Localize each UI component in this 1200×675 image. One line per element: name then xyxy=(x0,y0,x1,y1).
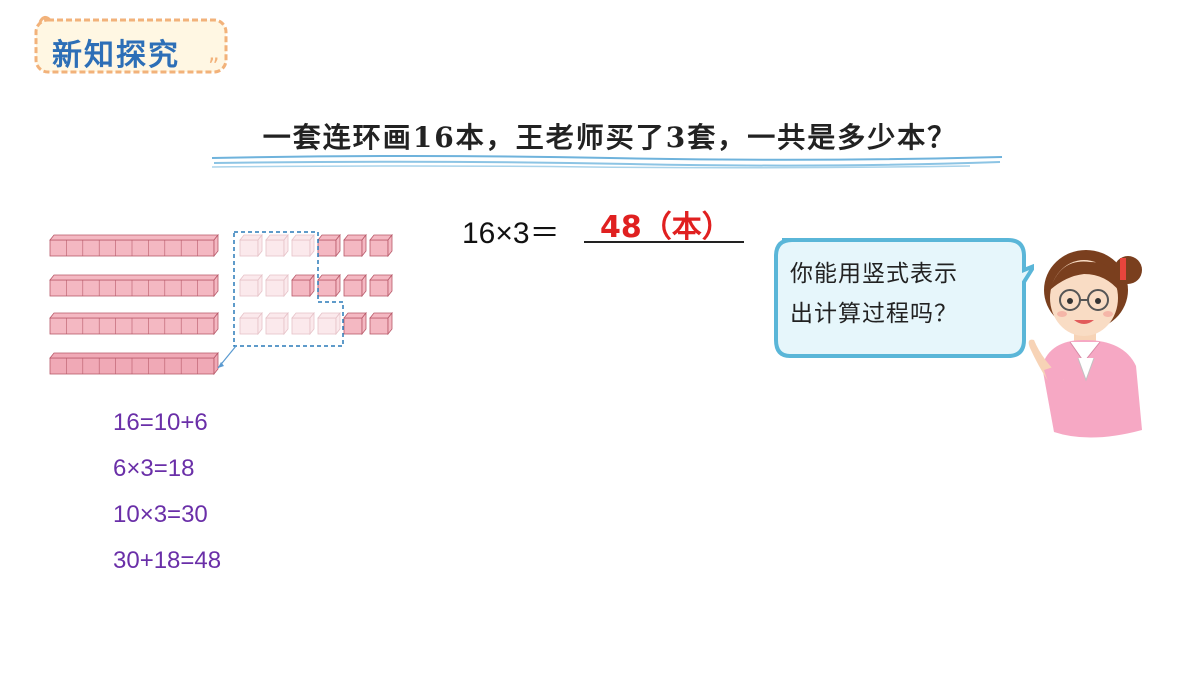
teacher-illustration xyxy=(1028,250,1142,438)
step-line: 6×3=18 xyxy=(113,455,195,482)
faded-unit-cube xyxy=(265,233,289,258)
section-title-badge: ” xyxy=(32,14,228,76)
selection-dashed-outline xyxy=(233,231,344,347)
unit-cube xyxy=(343,233,367,258)
faded-unit-cube xyxy=(291,233,315,258)
faded-unit-cube xyxy=(265,311,289,336)
step-line: 30+18=48 xyxy=(113,547,222,574)
equation-answer: 48（本） xyxy=(600,210,732,245)
section-title: 新知探究 xyxy=(52,38,180,73)
faded-unit-cube xyxy=(239,311,263,336)
problem-question: 一套连环画16本，王老师买了3套，一共是多少本？ xyxy=(262,121,958,154)
unit-cube xyxy=(317,233,341,258)
ten-rod xyxy=(49,311,219,336)
speech-bubble: 你能用竖式表示 出计算过程吗？ xyxy=(772,236,1034,358)
faded-unit-cube xyxy=(317,311,341,336)
step-line: 10×3=30 xyxy=(113,501,208,528)
unit-cube xyxy=(343,311,367,336)
bubble-line: 你能用竖式表示 xyxy=(790,261,958,287)
faded-unit-cube xyxy=(239,273,263,298)
bubble-line: 出计算过程吗？ xyxy=(790,301,958,327)
unit-cube xyxy=(317,273,341,298)
calculation-steps: 16=10+6 6×3=18 10×3=30 30+18=48 xyxy=(113,400,221,584)
equation-expression: 16×3＝ xyxy=(462,217,560,250)
speech-bubble-text: 你能用竖式表示 出计算过程吗？ xyxy=(790,254,1020,334)
counting-cubes-illustration xyxy=(49,231,393,376)
faded-unit-cube xyxy=(265,273,289,298)
grouped-ten-rod xyxy=(49,351,219,376)
unit-cube xyxy=(369,273,393,298)
unit-cube xyxy=(343,273,367,298)
unit-cube xyxy=(369,233,393,258)
speech-bubble-frame xyxy=(774,238,1034,358)
svg-text:”: ” xyxy=(208,55,219,76)
ten-rod xyxy=(49,233,219,258)
step-line: 16=10+6 xyxy=(113,409,208,436)
unit-cube xyxy=(291,273,315,298)
ten-rod xyxy=(49,273,219,298)
hair-bun-icon xyxy=(1114,256,1142,284)
faded-unit-cube xyxy=(239,233,263,258)
unit-cube xyxy=(369,311,393,336)
question-underline xyxy=(211,155,1003,169)
faded-unit-cube xyxy=(291,311,315,336)
title-badge-frame: ” xyxy=(34,15,228,76)
answer-blank-line xyxy=(584,241,744,243)
